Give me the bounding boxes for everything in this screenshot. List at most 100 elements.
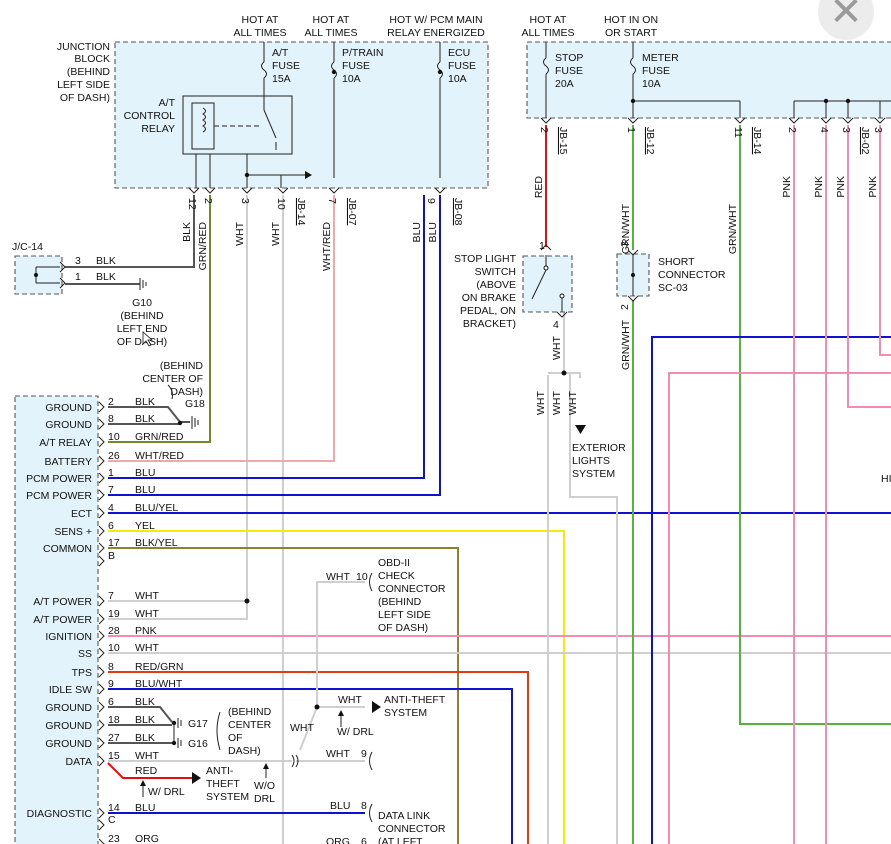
wire-color-wht-2: WHT	[270, 221, 282, 245]
jb-pin-7: 7	[326, 198, 338, 204]
g1617-loc-1: CENTER	[228, 719, 272, 731]
short-pin-3: 3	[619, 241, 631, 247]
fuse-meter-label-1: FUSE	[642, 65, 670, 77]
jb-internal-wiring	[195, 154, 312, 188]
pcm-pin-number: 4	[108, 502, 114, 514]
obd-label-5: OF DASH)	[378, 622, 428, 634]
jb2-conn-jb12: JB-12	[644, 127, 656, 155]
jc14-box	[14, 255, 63, 295]
dlc-pin-mark	[369, 751, 373, 771]
jb-conn-jb07: JB-07	[346, 198, 358, 226]
jb-conn-jb08: JB-08	[452, 198, 464, 226]
pcm-pin-number: 8	[108, 661, 114, 673]
short-label-0: SHORT	[658, 256, 695, 268]
pcm-wire-color: YEL	[135, 520, 155, 532]
hot-label-run-a: HOT IN ON	[604, 14, 658, 26]
fuse-ecu-label-0: ECU	[448, 47, 470, 59]
jb2-pin-11: 11	[732, 127, 744, 138]
fuse-icon	[630, 42, 741, 118]
dlc-wire-color: BLU	[330, 800, 350, 812]
pcm-wire-color: BLK	[135, 413, 155, 425]
fuse-meter-label-0: METER	[642, 52, 679, 64]
arrow-icon	[192, 772, 201, 784]
pcm-box	[14, 395, 99, 844]
pcm-pin-label: GROUND	[45, 419, 92, 431]
g10-label-3: OF DASH)	[117, 336, 167, 348]
wire-color-pnk-1: PNK	[781, 176, 793, 198]
jb-conn-jb14: JB-14	[295, 198, 307, 226]
pcm-pin-mark	[98, 630, 105, 642]
wire-color-pnk-4: PNK	[867, 176, 879, 198]
fuse-at-label-0: A/T	[272, 47, 289, 59]
dlc-pin-2: 6	[361, 836, 367, 844]
pcm-pin-label: PCM POWER	[26, 490, 92, 502]
pcm-pin-mark	[98, 683, 105, 695]
relay-label-2: RELAY	[141, 123, 175, 135]
stop-switch-label-3: ON BRAKE	[462, 292, 516, 304]
pcm-pin-number: 18	[108, 714, 120, 726]
g10-label-2: LEFT END	[117, 323, 168, 335]
pcm-pin-mark	[98, 755, 105, 767]
pcm-pin-label: SENS +	[54, 526, 92, 538]
wire-color-grnwht-1: GRN/WHT	[620, 203, 632, 254]
g10-label-0: G10	[132, 297, 152, 309]
obd-label-1: CHECK	[378, 570, 415, 582]
pcm-wire-color: BLK	[135, 714, 155, 726]
g17-label: G17	[188, 718, 208, 730]
pcm-pin-label: DIAGNOSTIC	[27, 808, 93, 820]
dlc-wire-color-2: ORG	[326, 836, 350, 844]
obd-wire-color: WHT	[326, 571, 350, 583]
anti-theft-pin-2: 9	[361, 748, 367, 760]
exterior-label-1: LIGHTS	[572, 455, 610, 467]
short-label-1: CONNECTOR	[658, 269, 726, 281]
stop-switch-label-2: (ABOVE	[476, 279, 516, 291]
pcm-pin-number: 7	[108, 484, 114, 496]
pcm-pin-label: IDLE SW	[49, 684, 92, 696]
pcm-pin-mark	[98, 542, 105, 554]
anti-theft-wdrl: W/ DRL	[337, 726, 374, 738]
pcm-pin-number: 8	[108, 413, 114, 425]
g1617-brace	[216, 711, 221, 751]
pcm-pin-mark	[98, 701, 105, 713]
splice-icon	[561, 370, 567, 376]
stop-wire-2: WHT	[551, 391, 563, 415]
pcm-pin-label: A/T RELAY	[39, 437, 92, 449]
pcm-pin-label: BATTERY	[45, 456, 92, 468]
pcm-pin-mark	[98, 613, 105, 625]
relay-label-0: A/T	[159, 97, 176, 109]
pcm-pin-mark	[98, 401, 105, 413]
jb2-pin-3: 3	[840, 127, 852, 133]
pcm-wire-color: BLK/YEL	[135, 537, 178, 549]
pcm-wire-color: WHT	[135, 590, 159, 602]
arrow-icon	[575, 425, 586, 434]
pcm-pin-label: GROUND	[45, 720, 92, 732]
dlc-label-2: (AT LEFT	[378, 836, 423, 844]
g18-leader	[167, 384, 173, 400]
pcm-wire-color: RED/GRN	[135, 661, 183, 673]
pcm-pin-label: A/T POWER	[33, 614, 92, 626]
pcm-pin-number: 14	[108, 802, 120, 814]
hot-label-2b: ALL TIMES	[304, 27, 357, 39]
pcm-pin-label: PCM POWER	[26, 473, 92, 485]
junction-block-label-3: LEFT SIDE	[57, 79, 110, 91]
pcm-wire-color: BLU/YEL	[135, 502, 178, 514]
pcm-pin-label: A/T POWER	[33, 596, 92, 608]
wire-color-grnwht-2: GRN/WHT	[727, 203, 739, 254]
pcm-wire-color: BLU/WHT	[135, 678, 183, 690]
pcm-pin-mark	[98, 737, 105, 749]
pcm-pin-label: GROUND	[45, 402, 92, 414]
pcm-pin-label: DATA	[66, 756, 92, 768]
fuse-ptrain-label-2: 10A	[342, 73, 361, 85]
fuse-meter-label-2: 10A	[642, 78, 661, 90]
fuse-icon	[331, 42, 337, 178]
stop-switch-pin-4: 4	[553, 319, 559, 331]
pcm-pin-number: 1	[108, 467, 114, 479]
g1617-loc-3: DASH)	[228, 745, 261, 757]
fuse-icon	[437, 42, 443, 178]
switch-icon	[531, 244, 568, 318]
pcm-pin-number: 15	[108, 750, 120, 762]
fuse-icon	[543, 42, 549, 118]
jb-pin-2: 2	[202, 198, 214, 204]
ground-icon	[139, 278, 147, 290]
